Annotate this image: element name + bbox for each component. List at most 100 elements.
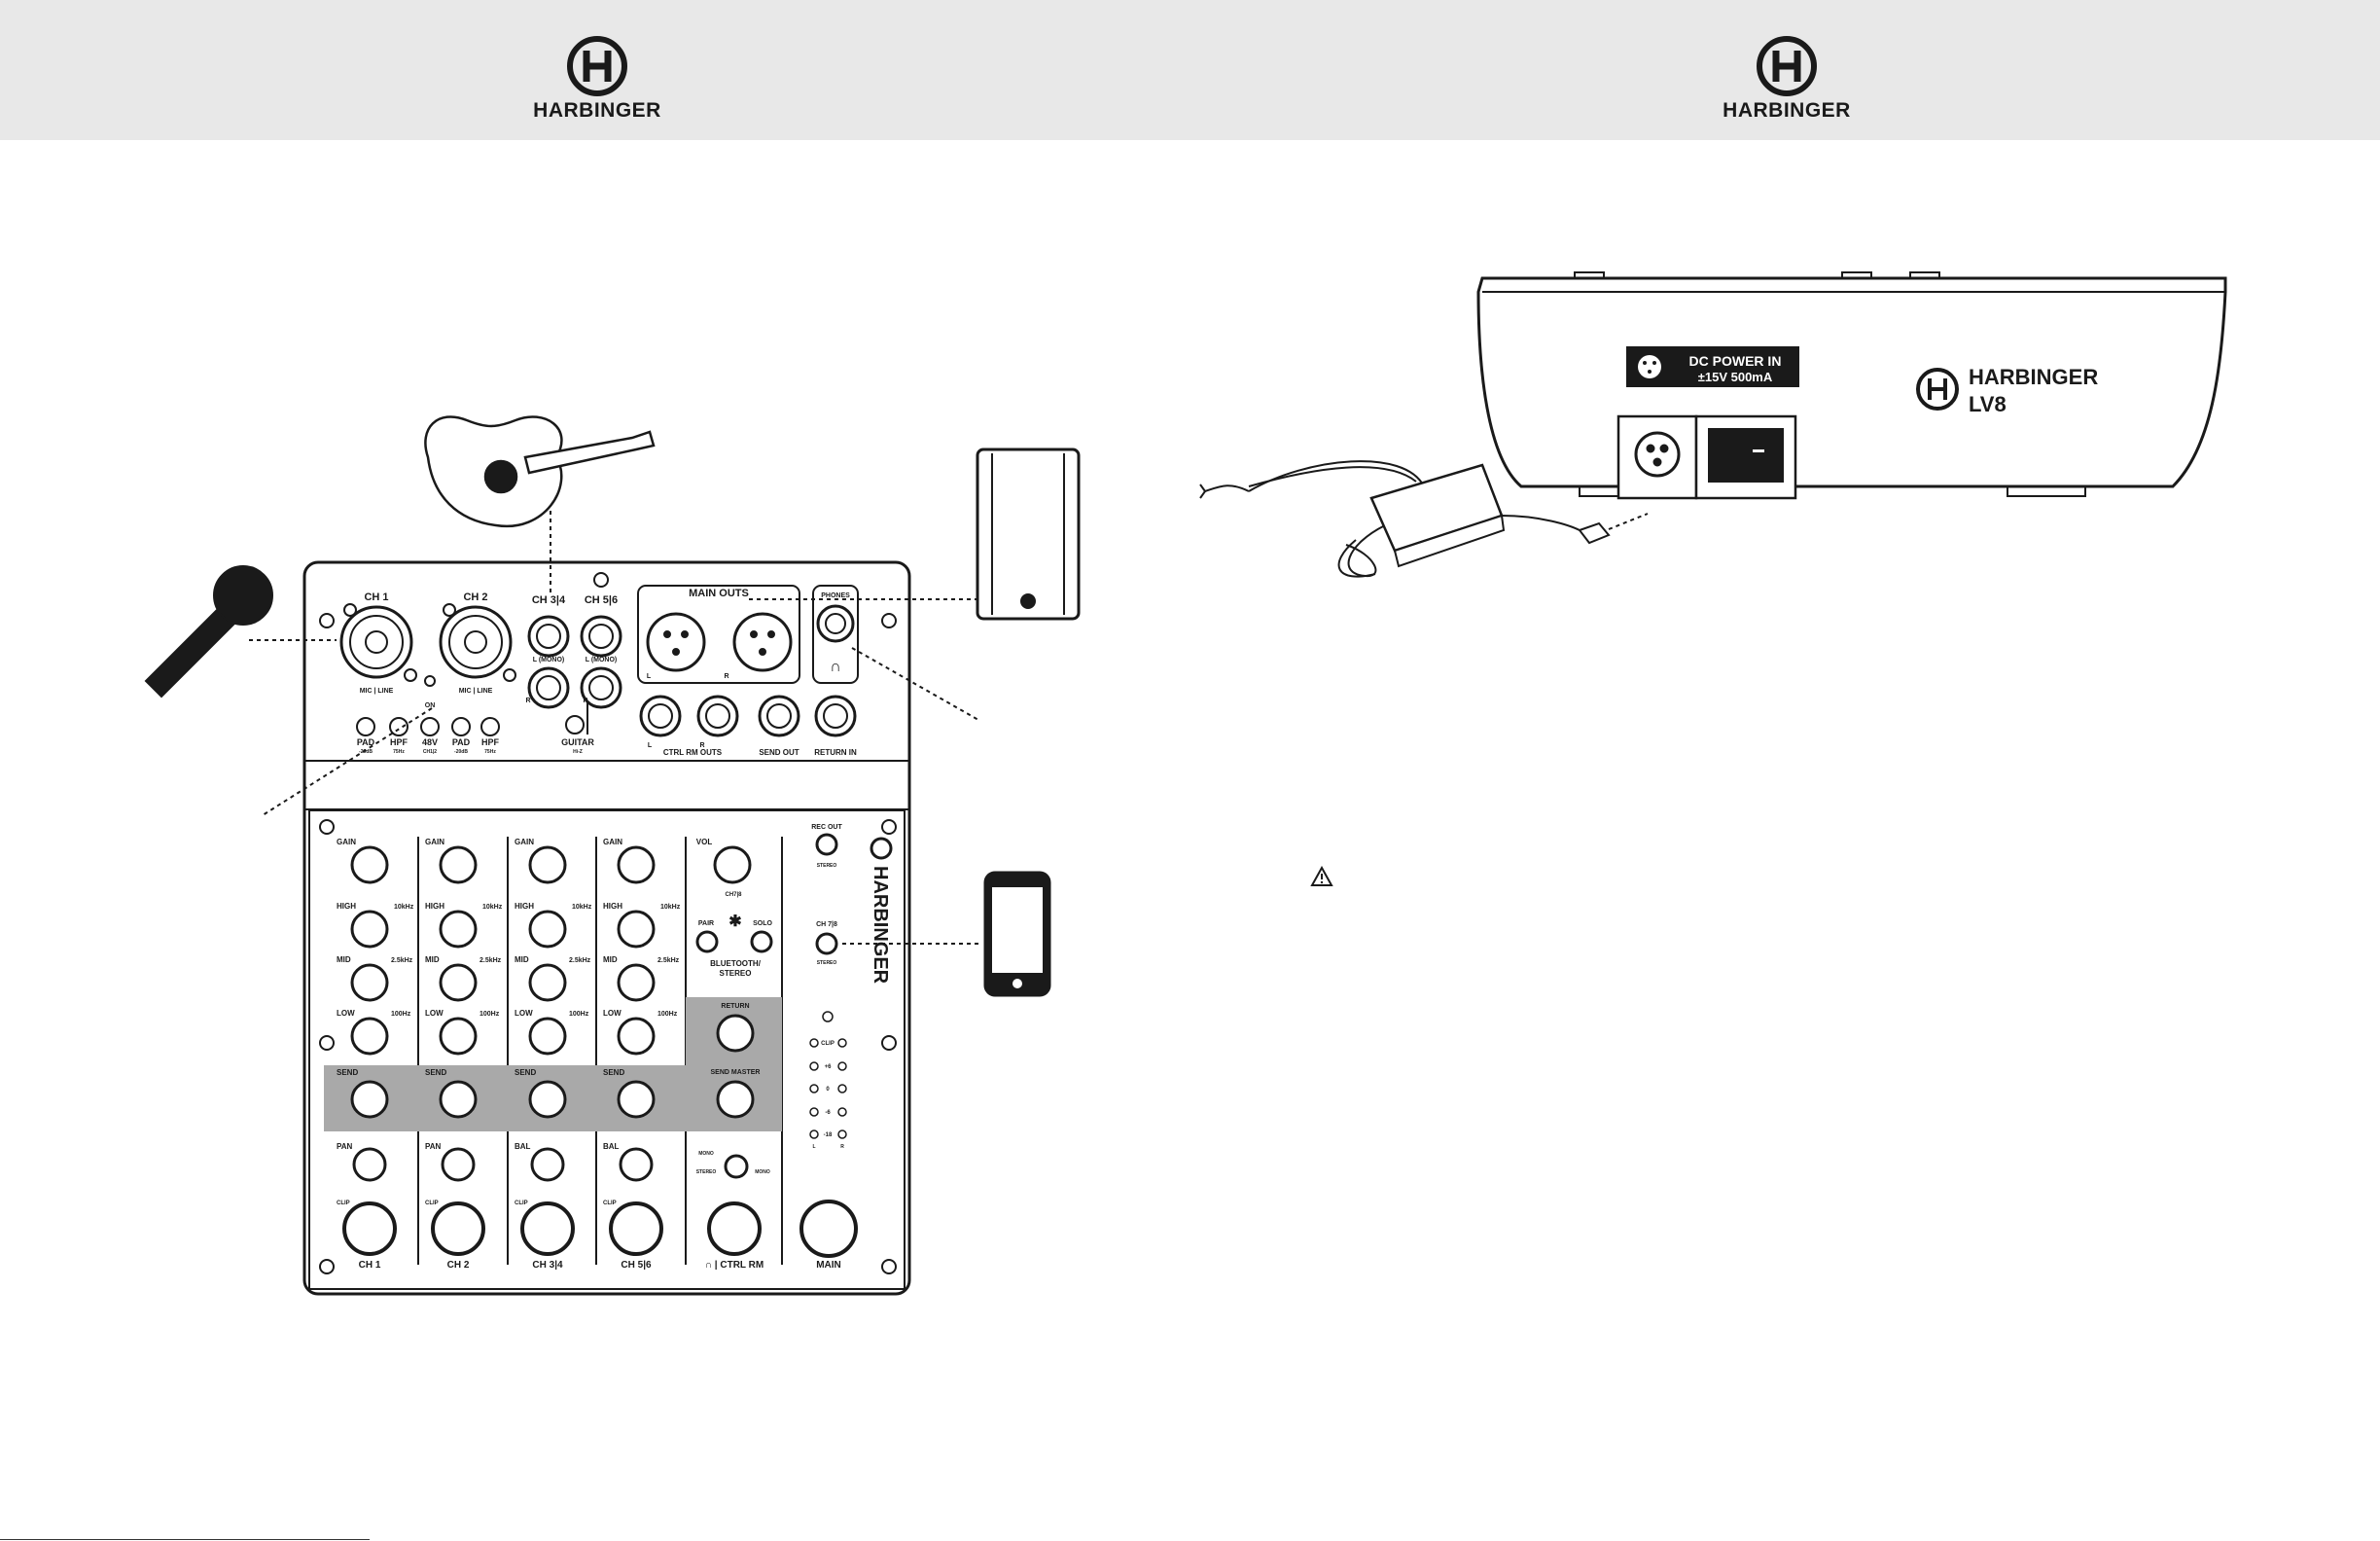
ch2-high-freq: 10kHz — [482, 904, 503, 911]
harbinger-logo-icon — [567, 36, 627, 96]
ch1-hpf-sub-label: 75Hz — [393, 749, 405, 755]
ch78-jack[interactable] — [815, 932, 838, 955]
mono-stereo-button[interactable] — [724, 1154, 749, 1179]
mid-knob[interactable] — [528, 963, 567, 1002]
high-knob[interactable] — [439, 910, 478, 949]
rear-brand-label: HARBINGER — [1969, 365, 2098, 389]
rear-brand-logo — [1916, 368, 1959, 411]
bal-knob[interactable] — [530, 1147, 565, 1182]
power-switch[interactable] — [1708, 428, 1784, 483]
mixer-body — [302, 560, 911, 1296]
ch1-combo-jack — [339, 603, 417, 682]
bal-knob[interactable] — [619, 1147, 654, 1182]
main-level-knob[interactable] — [799, 1200, 858, 1258]
brand-logo-left: HARBINGER — [529, 35, 665, 125]
ch78-sub-label: STEREO — [817, 960, 837, 966]
rec-out-jack[interactable] — [815, 833, 838, 856]
smartphone-icon — [983, 871, 1051, 997]
ctrl-rm-outs-label: CTRL RM OUTS — [663, 748, 723, 757]
headphones-icon: ∩ — [830, 659, 841, 675]
pan-knob[interactable] — [441, 1147, 476, 1182]
ch34-mono-label: L (MONO) — [533, 657, 565, 663]
ch1-level-knob[interactable] — [342, 1201, 397, 1256]
dc-power-in-jack[interactable] — [1634, 431, 1681, 478]
ch56-clip-label: CLIP — [603, 1201, 617, 1206]
bluetooth-stereo-label: STEREO — [720, 969, 752, 978]
main-out-r-label: R — [724, 673, 728, 680]
ch34-send-label: SEND — [515, 1068, 536, 1077]
pan-knob[interactable] — [352, 1147, 387, 1182]
microphone-icon — [144, 565, 273, 699]
ch2-pad-sub-label: -20dB — [454, 749, 468, 755]
send-knob[interactable] — [350, 1080, 389, 1119]
gain-knob[interactable] — [439, 845, 478, 884]
send-knob[interactable] — [528, 1080, 567, 1119]
gain-knob[interactable] — [350, 845, 389, 884]
vol-knob[interactable] — [713, 845, 752, 884]
gain-knob[interactable] — [528, 845, 567, 884]
phantom-48v-label: 48V — [422, 737, 438, 747]
return-in-label: RETURN IN — [814, 748, 857, 757]
low-knob[interactable] — [350, 1017, 389, 1056]
rear-panel-diagram: DC POWER IN ±15V 500mA HARBINGER LV8 — [1199, 271, 2227, 578]
ch34-clip-label: CLIP — [515, 1201, 528, 1206]
ch1-hpf-label: HPF — [390, 737, 409, 747]
ch34-low-freq: 100Hz — [569, 1011, 589, 1018]
main-out-l-label: L — [647, 673, 652, 680]
send-master-label: SEND MASTER — [711, 1069, 761, 1076]
ch2-level-knob[interactable] — [431, 1201, 485, 1256]
gain-knob[interactable] — [617, 845, 656, 884]
ch56-mono-label: L (MONO) — [586, 657, 618, 663]
return-label: RETURN — [721, 1003, 749, 1010]
mixer-connection-diagram: HARBINGER CH 1 CH 2 CH 3|4 CH 5|6 L (MON… — [144, 415, 1081, 1296]
ch1-label: CH 1 — [364, 591, 388, 603]
ctrl-rm-level-knob[interactable] — [707, 1201, 762, 1256]
pair-button[interactable] — [695, 930, 719, 953]
low-knob[interactable] — [439, 1017, 478, 1056]
ch34-level-knob[interactable] — [520, 1201, 575, 1256]
low-knob[interactable] — [617, 1017, 656, 1056]
ch2-pad-label: PAD — [452, 737, 471, 747]
low-knob[interactable] — [528, 1017, 567, 1056]
high-knob[interactable] — [528, 910, 567, 949]
meter-minus6-label: -6 — [825, 1110, 831, 1116]
ch56-low-freq: 100Hz — [657, 1011, 678, 1018]
ch1-clip-label: CLIP — [337, 1201, 350, 1206]
mid-knob[interactable] — [350, 963, 389, 1002]
high-knob[interactable] — [617, 910, 656, 949]
high-knob[interactable] — [350, 910, 389, 949]
strip-ch34-label: CH 3|4 — [532, 1260, 563, 1271]
ch56-send-label: SEND — [603, 1068, 624, 1077]
solo-button[interactable] — [750, 930, 773, 953]
ch56-high-freq: 10kHz — [660, 904, 681, 911]
ch34-r-label: R — [525, 698, 530, 704]
send-knob[interactable] — [617, 1080, 656, 1119]
mid-knob[interactable] — [617, 963, 656, 1002]
guitar-sub-label: Hi-Z — [573, 749, 583, 755]
mid-knob[interactable] — [439, 963, 478, 1002]
footnote-rule — [0, 1539, 370, 1540]
ch1-mid-freq: 2.5kHz — [391, 957, 413, 964]
ch56-high-label: HIGH — [603, 902, 622, 911]
ch2-gain-label: GAIN — [425, 838, 444, 846]
ch1-high-freq: 10kHz — [394, 904, 414, 911]
dc-power-connector-box — [1616, 414, 1698, 500]
dc-power-spec-label: ±15V 500mA — [1698, 370, 1773, 384]
ch1-high-label: HIGH — [337, 902, 356, 911]
ch56-level-knob[interactable] — [609, 1201, 663, 1256]
ctrl-rm-label: ∩ | CTRL RM — [705, 1260, 764, 1271]
ch2-pan-label: PAN — [425, 1142, 442, 1151]
send-knob[interactable] — [439, 1080, 478, 1119]
bluetooth-icon: ✱ — [728, 914, 741, 930]
ch2-combo-jack — [439, 603, 516, 682]
meter-minus18-label: -18 — [824, 1132, 833, 1138]
strip-ch1-label: CH 1 — [359, 1260, 381, 1271]
return-knob[interactable] — [716, 1014, 755, 1053]
guitar-icon — [424, 415, 656, 528]
rec-out-label: REC OUT — [811, 824, 842, 831]
ch56-low-label: LOW — [603, 1009, 622, 1018]
send-master-knob[interactable] — [716, 1080, 755, 1119]
caution-icon — [1310, 866, 1333, 886]
brand-logo-right: HARBINGER — [1719, 35, 1855, 125]
ch2-high-label: HIGH — [425, 902, 444, 911]
